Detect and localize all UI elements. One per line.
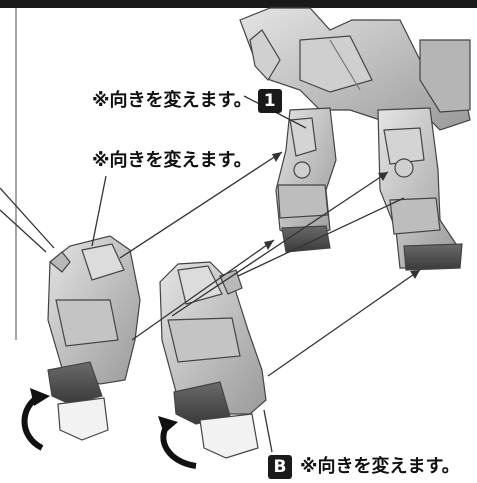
leader-line-3 [0,209,47,253]
leg-part-left [47,235,141,441]
curved-arrow-icon [158,416,197,469]
arrow-line-2 [131,239,275,341]
header-bar [0,0,477,8]
rotation-note-lower: B ※向きを変えます。 [268,454,460,480]
arrow-line-4 [237,197,405,277]
arrow-line-1 [119,151,283,259]
robot-right-leg [377,107,463,271]
part-badge-b: B [268,455,292,479]
leader-line-2 [0,187,55,249]
note-text: ※向きを変えます。 [92,90,252,111]
arrow-head-5 [410,270,420,279]
note-text: ※向きを変えます。 [300,456,460,477]
leader-line-5 [263,409,273,453]
arrow-head-1 [272,152,282,162]
rotation-note-middle: ※向きを変えます。 [92,148,252,174]
leader-line-4 [91,175,107,247]
note-text: ※向きを変えます。 [92,150,252,171]
arrow-line-5 [267,269,421,377]
robot-upper-body [239,7,471,131]
arrow-head-3 [378,172,388,181]
part-badge-1: 1 [257,89,282,113]
arrow-head-2 [264,240,274,250]
rotation-note-upper: ※向きを変えます。1 [92,88,282,114]
leg-part-right [159,261,267,459]
robot-left-leg [275,107,337,253]
assembly-arrows [0,95,421,453]
arrow-line-3 [171,171,389,317]
curved-arrow-icon [21,388,50,451]
